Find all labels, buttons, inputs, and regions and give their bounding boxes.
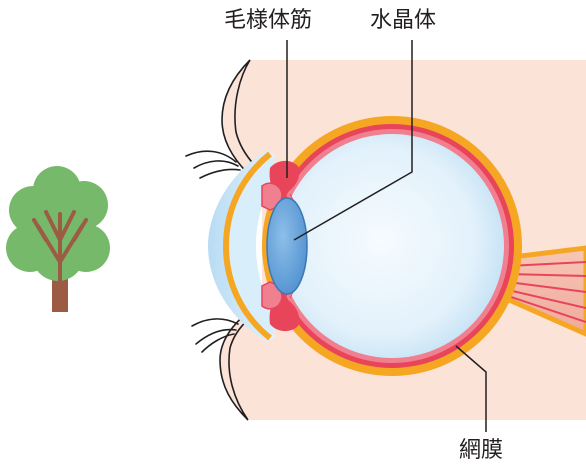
vitreous-body xyxy=(280,134,504,358)
tree-icon xyxy=(6,166,110,312)
ciliary-muscle-label: 毛様体筋 xyxy=(224,10,312,32)
retina-label: 網膜 xyxy=(459,440,503,462)
lens xyxy=(267,198,307,294)
lens-label: 水晶体 xyxy=(370,10,436,32)
